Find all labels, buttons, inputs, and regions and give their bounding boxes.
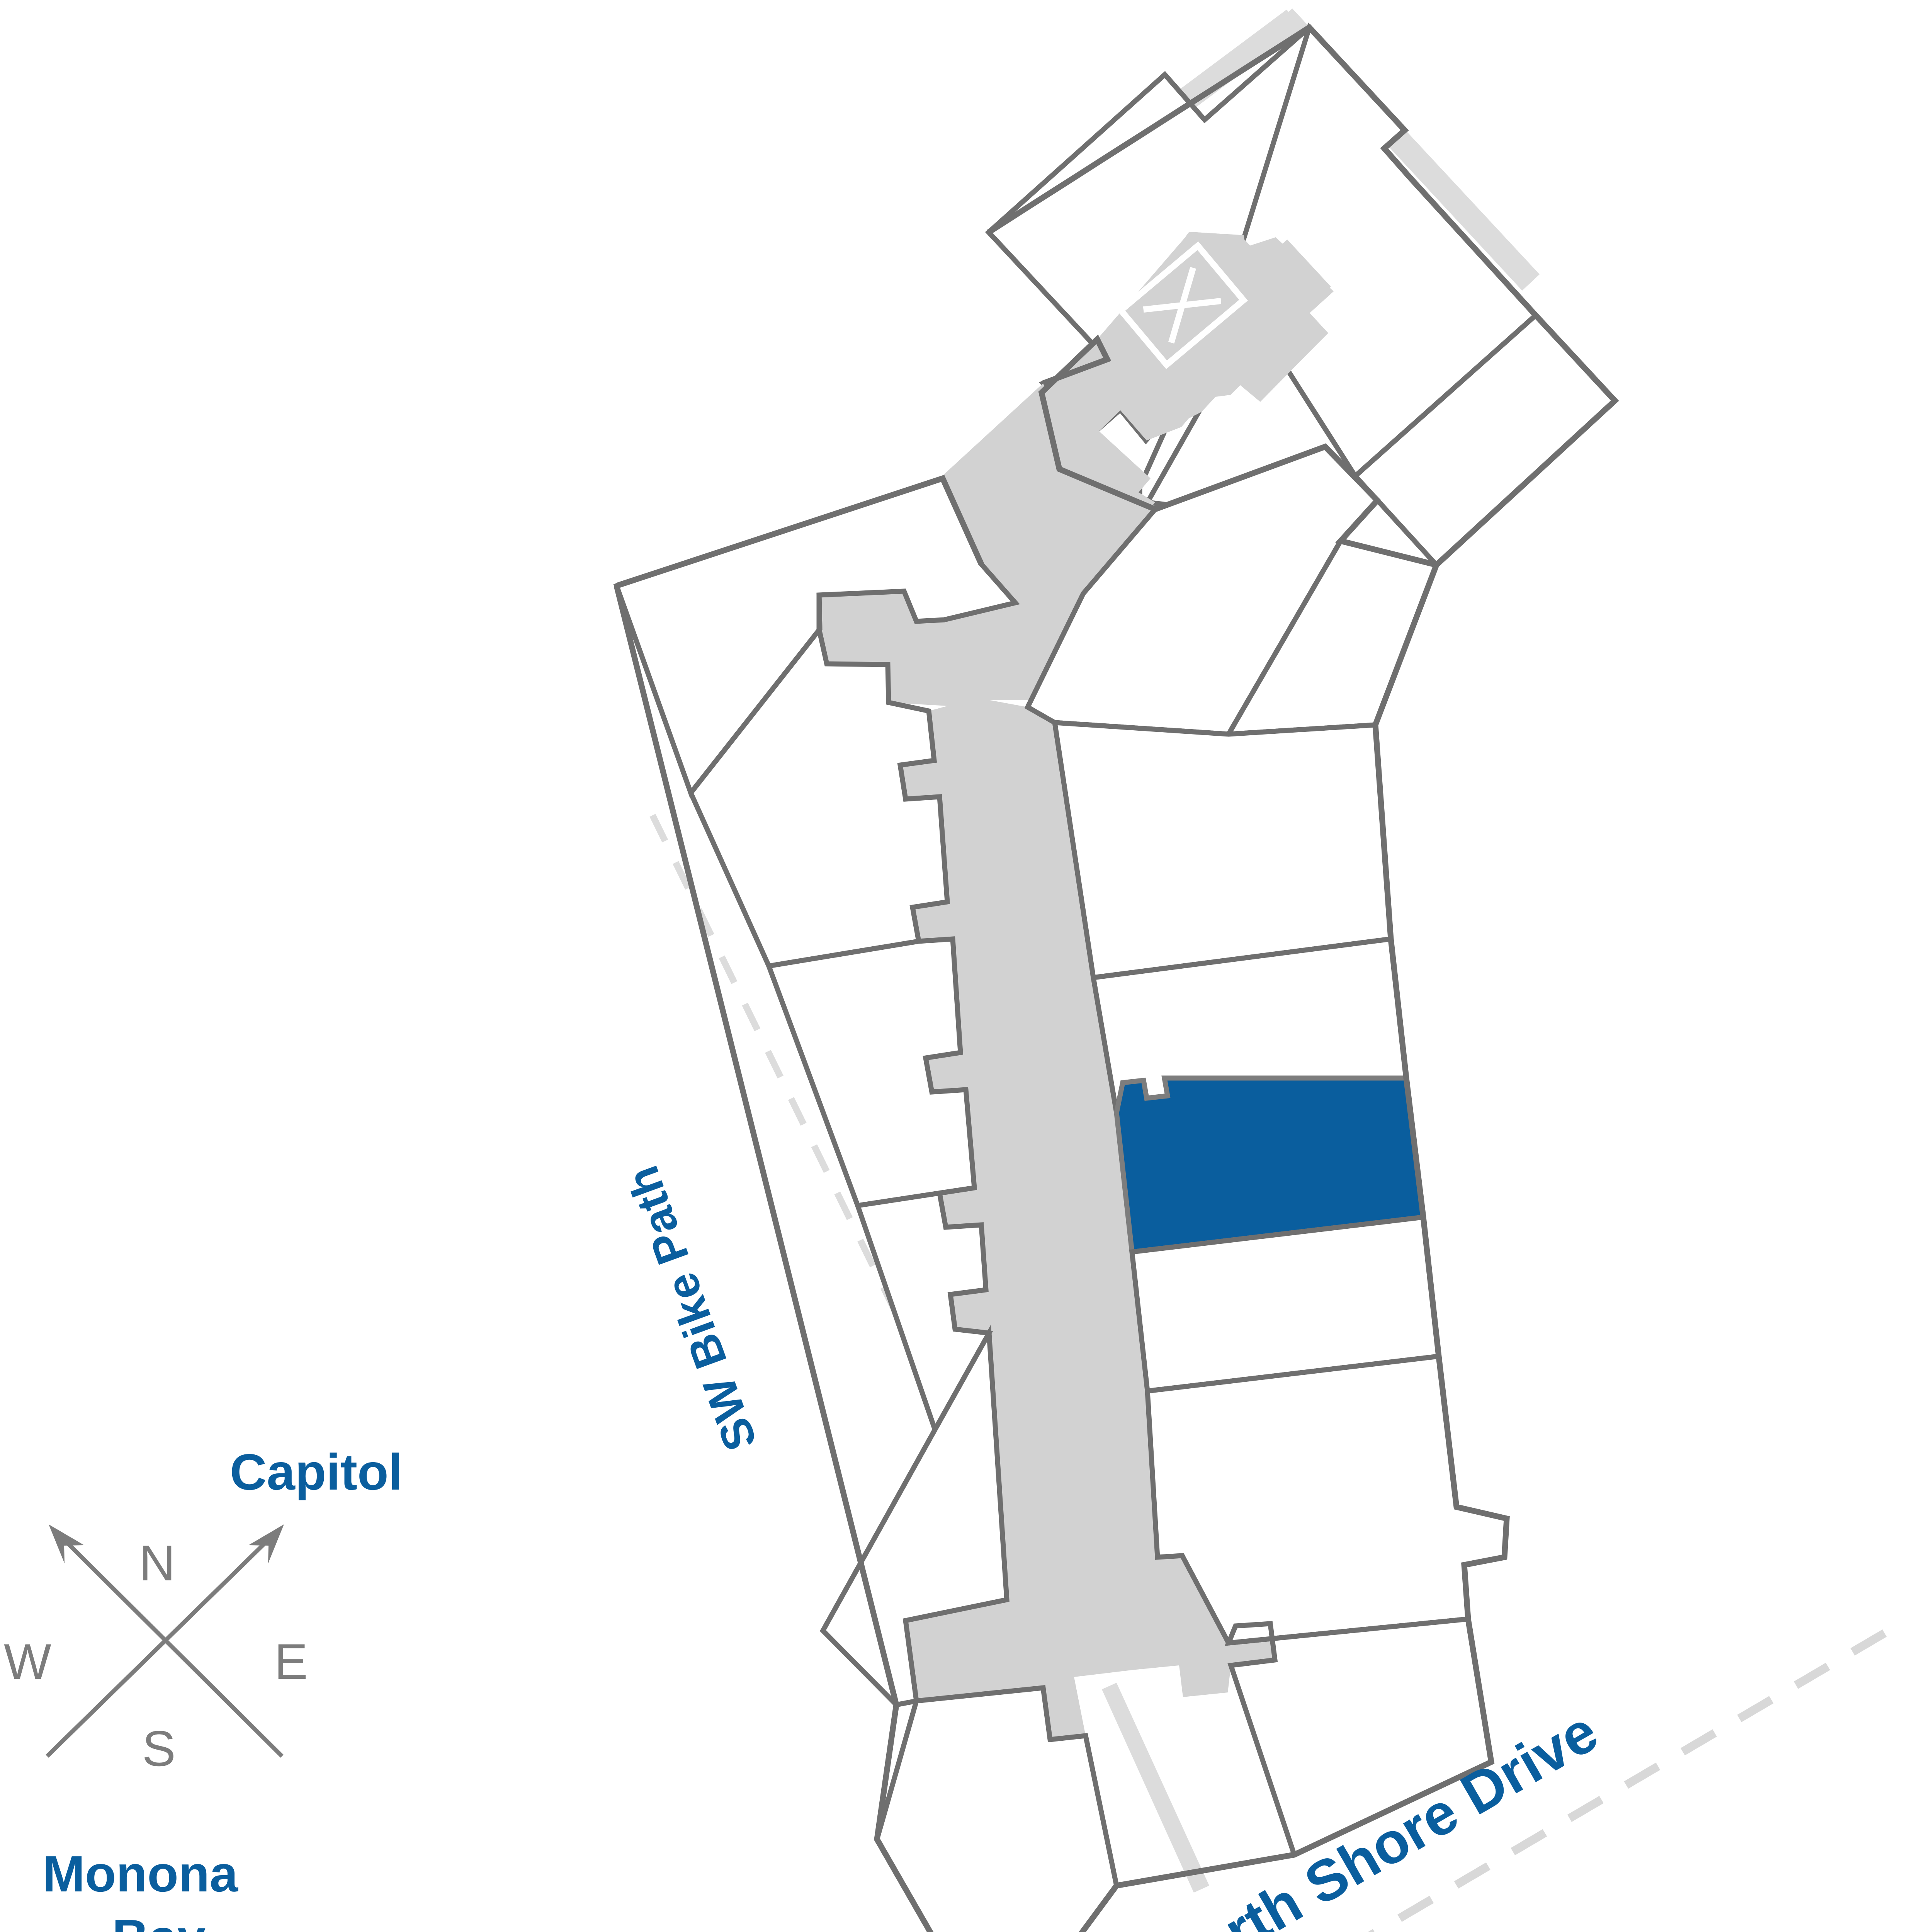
compass-arrow-ne	[248, 1524, 284, 1563]
compass-west-label: W	[4, 1633, 51, 1690]
compass-east-label: E	[274, 1633, 308, 1690]
compass-north-label: N	[139, 1535, 175, 1591]
corridor-diagonal	[819, 469, 1155, 706]
corridor-spine	[900, 698, 1275, 1740]
building-outline	[614, 24, 1619, 1932]
unit-w2[interactable]	[688, 595, 950, 969]
unit-w5[interactable]	[819, 1324, 1010, 1708]
east-units-column	[1024, 444, 1509, 1858]
compass-arm-ne	[46, 1531, 278, 1758]
monona-bay-label-line2: Bay	[112, 1909, 206, 1932]
elevator-icon	[1117, 241, 1248, 369]
compass-arrow-nw	[49, 1524, 84, 1563]
compass-south-label: S	[142, 1720, 176, 1777]
compass-arm-nw	[55, 1531, 284, 1758]
compass-rose: N S E W	[4, 1524, 308, 1777]
monona-bay-label-line1: Monona	[42, 1845, 238, 1902]
capitol-label: Capitol	[230, 1444, 403, 1500]
unit-e3[interactable]	[1052, 719, 1394, 981]
sw-bike-path-label: SW Bike Path	[617, 1159, 766, 1457]
